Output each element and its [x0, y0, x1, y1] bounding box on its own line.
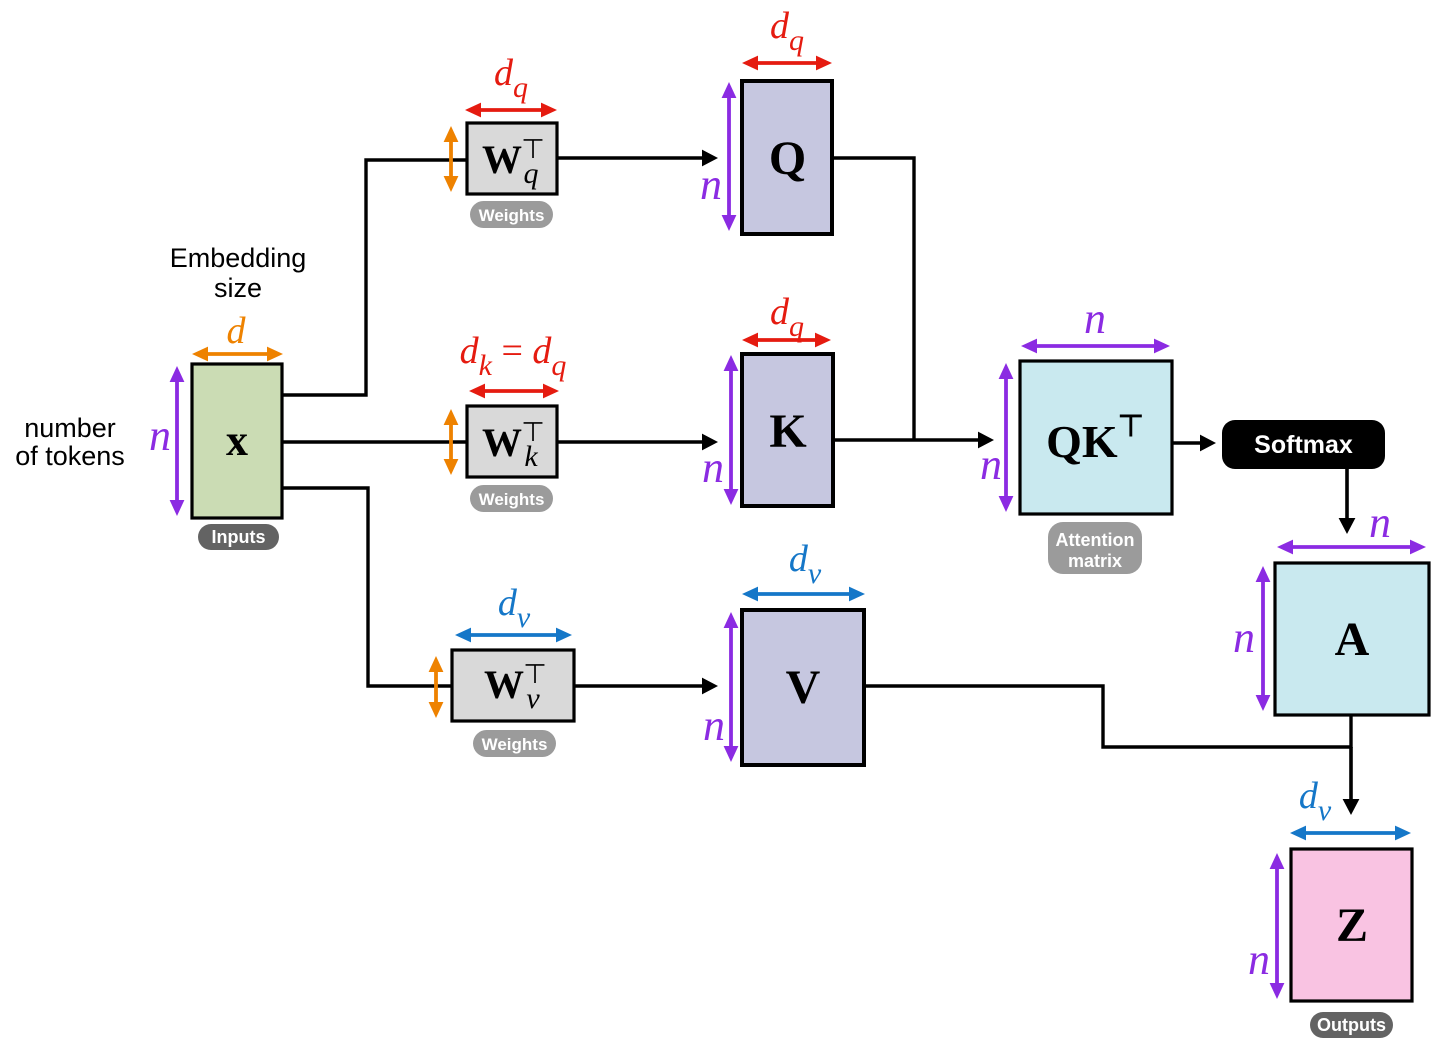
- svg-text:W: W: [482, 137, 522, 182]
- svg-text:v: v: [526, 682, 540, 715]
- svg-text:n: n: [149, 411, 171, 460]
- svg-text:dk = dq: dk = dq: [460, 330, 567, 382]
- svg-text:Weights: Weights: [479, 206, 545, 225]
- svg-text:Softmax: Softmax: [1254, 431, 1353, 459]
- svg-text:Embedding: Embedding: [170, 243, 307, 273]
- svg-text:number: number: [24, 413, 116, 443]
- svg-text:dv: dv: [789, 538, 822, 590]
- svg-text:x: x: [226, 416, 248, 465]
- svg-text:W: W: [484, 662, 524, 707]
- svg-text:Outputs: Outputs: [1317, 1015, 1386, 1035]
- svg-text:dq: dq: [770, 291, 804, 343]
- svg-text:dq: dq: [770, 5, 804, 57]
- svg-text:K: K: [769, 405, 806, 458]
- svg-text:n: n: [702, 443, 724, 492]
- svg-text:dv: dv: [498, 582, 531, 634]
- svg-text:⊤: ⊤: [521, 417, 545, 447]
- svg-text:W: W: [482, 420, 522, 465]
- svg-text:n: n: [1369, 498, 1391, 547]
- svg-text:n: n: [980, 440, 1002, 489]
- svg-text:V: V: [786, 661, 821, 714]
- svg-text:Weights: Weights: [479, 490, 545, 509]
- svg-text:n: n: [1084, 294, 1106, 343]
- svg-text:Attention: Attention: [1056, 530, 1135, 550]
- svg-text:n: n: [700, 160, 722, 209]
- svg-text:matrix: matrix: [1068, 551, 1122, 571]
- svg-text:Weights: Weights: [482, 735, 548, 754]
- svg-text:n: n: [1233, 613, 1255, 662]
- svg-text:Z: Z: [1336, 899, 1368, 952]
- svg-text:d: d: [227, 310, 247, 352]
- svg-text:⊤: ⊤: [521, 134, 545, 164]
- svg-text:Q: Q: [769, 132, 806, 185]
- svg-text:A: A: [1335, 613, 1370, 666]
- svg-text:dv: dv: [1299, 775, 1332, 827]
- svg-text:Inputs: Inputs: [212, 527, 266, 547]
- svg-text:⊤: ⊤: [523, 659, 547, 689]
- svg-text:of tokens: of tokens: [15, 441, 125, 471]
- svg-text:dq: dq: [494, 52, 528, 104]
- svg-text:size: size: [214, 273, 262, 303]
- svg-text:k: k: [524, 440, 538, 473]
- svg-text:n: n: [703, 701, 725, 750]
- svg-text:n: n: [1248, 935, 1270, 984]
- svg-text:q: q: [524, 157, 539, 190]
